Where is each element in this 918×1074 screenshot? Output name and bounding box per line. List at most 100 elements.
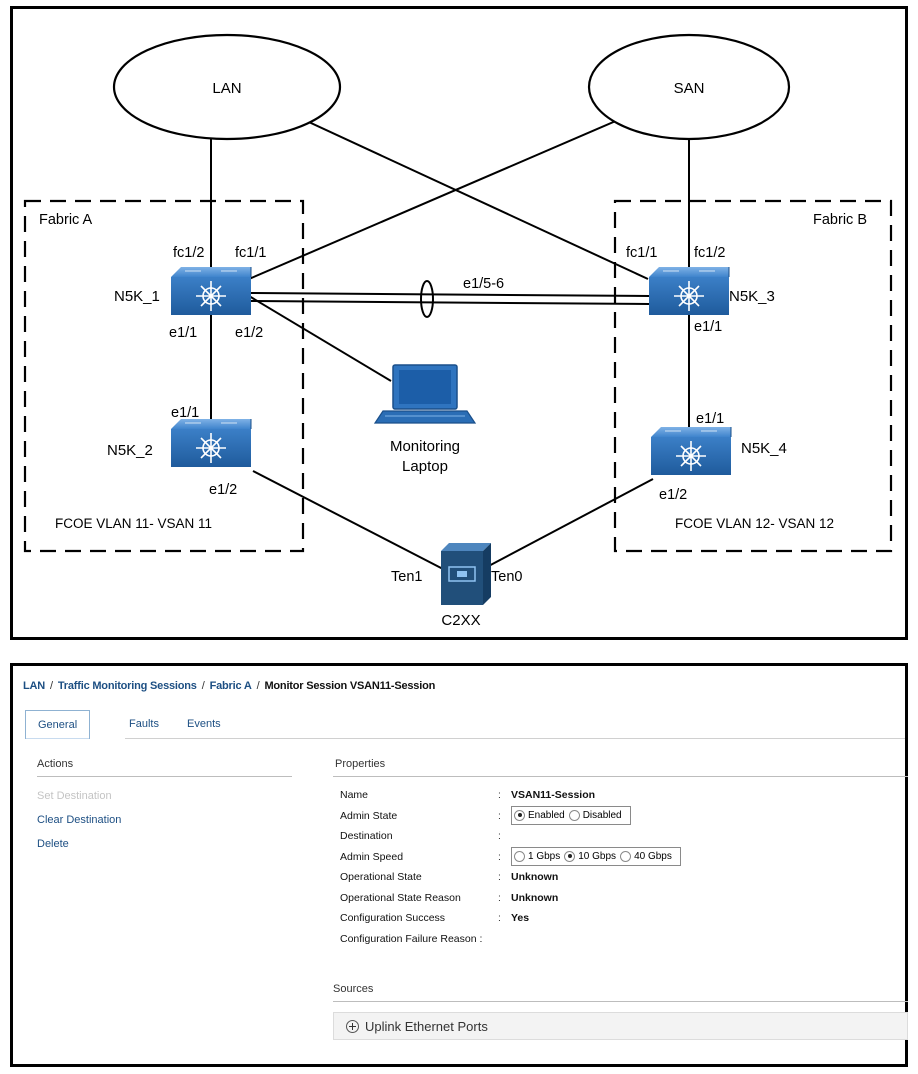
admin-speed-1gbps-label: 1 Gbps <box>528 850 561 862</box>
prop-operational-state-reason-label: Operational State Reason <box>340 891 461 904</box>
switch-n5k4-icon <box>650 426 732 476</box>
link-lan-n5k3 <box>297 116 649 280</box>
admin-state-enabled-radio[interactable]: Enabled <box>514 809 565 821</box>
tab-divider <box>125 738 905 739</box>
prop-admin-state: Admin State : Enabled Disabled <box>333 805 908 829</box>
fabric-a-label: Fabric A <box>39 212 93 228</box>
admin-state-radio-group: Enabled Disabled <box>511 805 631 825</box>
admin-speed-10gbps-radio[interactable]: 10 Gbps <box>564 850 616 862</box>
prop-operational-state-value: Unknown <box>511 871 559 883</box>
n5k1-fc11-port: fc1/1 <box>235 245 266 261</box>
prop-operational-state: Operational State : Unknown <box>333 869 908 890</box>
prop-configuration-success-value: Yes <box>511 912 530 924</box>
prop-name-value: VSAN11-Session <box>511 789 596 801</box>
radio-unchecked-icon[interactable] <box>568 809 580 821</box>
prop-operational-state-label: Operational State <box>340 871 422 883</box>
admin-state-disabled-radio[interactable]: Disabled <box>568 809 622 821</box>
prop-colon: : <box>498 912 501 924</box>
prop-colon: : <box>498 789 501 801</box>
prop-operational-state-reason: Operational State Reason : Unknown <box>333 890 908 911</box>
diagram-canvas: LAN SAN Fabric A Fabric B fc1/2 fc1/1 <box>23 33 893 629</box>
radio-unchecked-icon[interactable] <box>620 850 632 862</box>
prop-destination: Destination : <box>333 828 908 849</box>
properties-divider <box>333 776 908 777</box>
uplink-ethernet-ports-label: Uplink Ethernet Ports <box>365 1018 488 1034</box>
admin-speed-40gbps-radio[interactable]: 40 Gbps <box>620 850 672 862</box>
n5k2-e12-port: e1/2 <box>209 482 237 498</box>
server-c2xx-icon <box>441 543 491 605</box>
tab-events[interactable]: Events <box>187 718 221 730</box>
breadcrumb-fabric-a[interactable]: Fabric A <box>209 680 252 692</box>
radio-unchecked-icon[interactable] <box>514 850 525 862</box>
link-san-n5k1 <box>248 116 626 280</box>
n5k1-e11-port: e1/1 <box>169 325 197 341</box>
switch-n5k1-icon <box>170 266 252 316</box>
actions-title: Actions <box>37 758 74 770</box>
prop-configuration-failure-reason-label: Configuration Failure Reason : <box>340 932 483 945</box>
uplink-ethernet-ports-row[interactable]: Uplink Ethernet Ports <box>333 1012 908 1040</box>
portchannel-links <box>248 292 650 305</box>
n5k3-e11-port: e1/1 <box>694 319 722 335</box>
switch-n5k2-icon <box>170 418 252 468</box>
admin-speed-radio-group: 1 Gbps 10 Gbps 40 Gbps <box>511 846 681 866</box>
prop-colon: : <box>498 850 501 863</box>
tab-general[interactable]: General <box>25 710 91 739</box>
breadcrumb-separator: / <box>256 680 260 692</box>
n5k1-fc12-port: fc1/2 <box>173 245 204 261</box>
prop-name: Name : VSAN11-Session <box>333 787 908 808</box>
portchannel-label: e1/5-6 <box>463 276 504 292</box>
radio-checked-icon[interactable] <box>564 850 576 862</box>
san-label: SAN <box>674 80 705 97</box>
tab-faults[interactable]: Faults <box>129 718 159 730</box>
server-ten0-port: Ten0 <box>491 569 522 585</box>
n5k3-fc12-port: fc1/2 <box>694 245 725 261</box>
delete-link[interactable]: Delete <box>37 838 69 850</box>
set-destination-link: Set Destination <box>37 790 112 802</box>
sources-title: Sources <box>333 983 374 995</box>
n5k4-e11-port: e1/1 <box>696 411 724 427</box>
laptop-label-line2: Laptop <box>402 458 448 475</box>
breadcrumb-lan[interactable]: LAN <box>23 680 46 692</box>
clear-destination-link[interactable]: Clear Destination <box>37 814 122 826</box>
prop-operational-state-reason-value: Unknown <box>511 891 559 904</box>
fabric-b-label: Fabric B <box>813 212 867 228</box>
prop-colon: : <box>498 830 501 842</box>
portchannel-ellipse <box>420 280 434 318</box>
monitor-session-window: LAN/Traffic Monitoring Sessions/Fabric A… <box>10 663 908 1067</box>
fabric-b-footer: FCOE VLAN 12- VSAN 12 <box>675 516 834 531</box>
lan-label: LAN <box>212 80 241 97</box>
laptop-icon <box>373 364 477 424</box>
actions-panel: Actions Set Destination Clear Destinatio… <box>37 758 292 861</box>
server-label: C2XX <box>441 612 480 629</box>
n5k4-e12-port: e1/2 <box>659 487 687 503</box>
prop-admin-state-label: Admin State <box>340 809 398 822</box>
diagram-labels: Fabric A Fabric B fc1/2 fc1/1 N5K_1 e1/1… <box>39 212 867 629</box>
prop-destination-label: Destination <box>340 830 393 842</box>
fabric-a-footer: FCOE VLAN 11- VSAN 11 <box>55 516 212 531</box>
plus-circle-icon[interactable] <box>346 1019 359 1033</box>
network-diagram: LAN SAN Fabric A Fabric B fc1/2 fc1/1 <box>10 6 908 640</box>
prop-name-label: Name <box>340 789 369 801</box>
breadcrumb: LAN/Traffic Monitoring Sessions/Fabric A… <box>23 680 435 692</box>
properties-panel: Properties Name : VSAN11-Session Admin S… <box>333 758 908 951</box>
properties-title: Properties <box>335 758 386 770</box>
n5k2-e11-port: e1/1 <box>171 405 199 421</box>
n5k2-label: N5K_2 <box>107 442 153 459</box>
link-n5k4-server <box>482 478 654 570</box>
fabric-b-box <box>613 199 893 553</box>
breadcrumb-current: Monitor Session VSAN11-Session <box>264 680 436 692</box>
n5k1-label: N5K_1 <box>114 288 160 305</box>
admin-speed-1gbps-radio[interactable]: 1 Gbps <box>514 850 561 862</box>
n5k3-label: N5K_3 <box>729 288 775 305</box>
fabric-a-box <box>23 199 305 553</box>
san-cloud <box>587 33 791 141</box>
switch-n5k3-icon <box>648 266 730 316</box>
prop-configuration-success: Configuration Success : Yes <box>333 910 908 931</box>
radio-checked-icon[interactable] <box>514 809 525 821</box>
lan-cloud <box>112 33 342 141</box>
breadcrumb-traffic-monitoring-sessions[interactable]: Traffic Monitoring Sessions <box>57 680 197 692</box>
actions-divider <box>37 776 292 777</box>
prop-admin-speed: Admin Speed : 1 Gbps 10 Gbps 40 Gbps <box>333 846 908 870</box>
prop-admin-speed-label: Admin Speed <box>340 850 404 863</box>
link-n5k1-laptop <box>248 295 392 382</box>
